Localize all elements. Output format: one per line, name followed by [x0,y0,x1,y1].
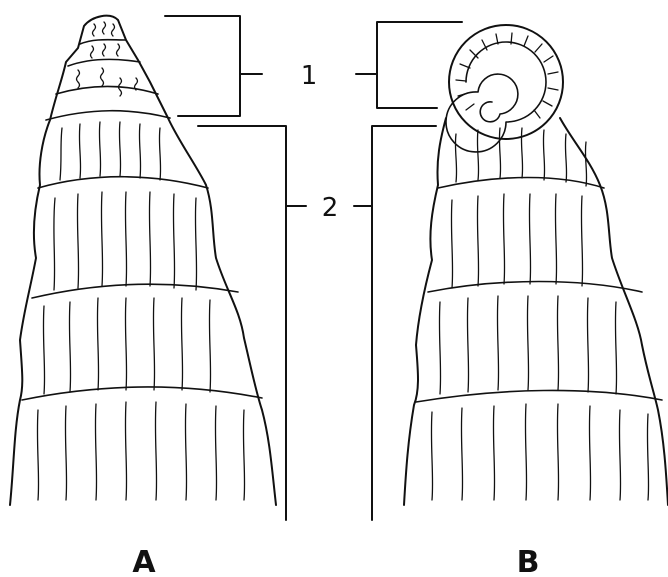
shell-a-outline [10,16,276,505]
callout-2-label: 2 [322,193,339,223]
bracket-2-right [354,126,436,520]
panel-a-label: A [132,545,156,577]
callout-1-label: 1 [301,61,318,91]
bracket-1-right [356,22,462,108]
bracket-2-left [198,126,306,520]
shell-b-protoconch [446,25,563,152]
shell-a [10,16,276,505]
panel-b-label: B [517,545,540,577]
shell-b-outline [404,118,668,505]
shell-b [404,25,668,505]
bracket-1-left [165,16,262,116]
